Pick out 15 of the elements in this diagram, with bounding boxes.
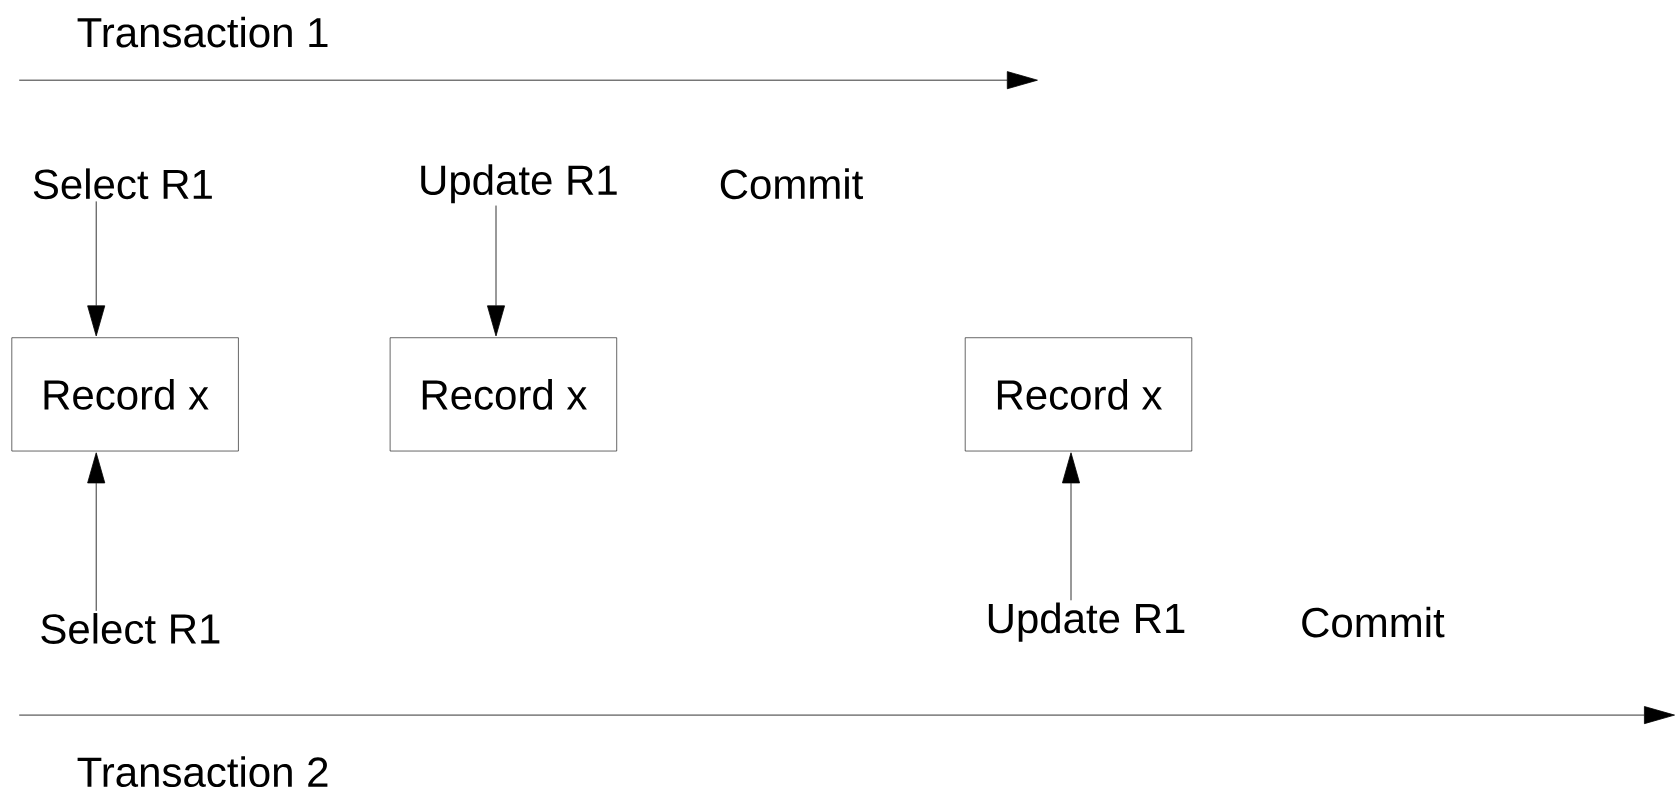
operation-label: Commit [1302, 606, 1445, 638]
arrow [87, 452, 106, 484]
record-box: Record x [389, 337, 617, 452]
timeline-label: Transaction 1 [77, 16, 328, 48]
operation-label: Update R1 [988, 602, 1185, 642]
arrow [1062, 452, 1080, 484]
arrow [87, 305, 106, 337]
record-box: Record x [964, 337, 1193, 452]
operation-label: Select R1 [41, 613, 220, 644]
operation-label: Commit [720, 168, 863, 200]
operation-label: Select R1 [33, 168, 212, 200]
timeline-label: Transaction 2 [77, 756, 328, 788]
operation-label: Update R1 [421, 164, 617, 204]
record-box: Record x [11, 337, 239, 452]
arrow [487, 305, 505, 337]
